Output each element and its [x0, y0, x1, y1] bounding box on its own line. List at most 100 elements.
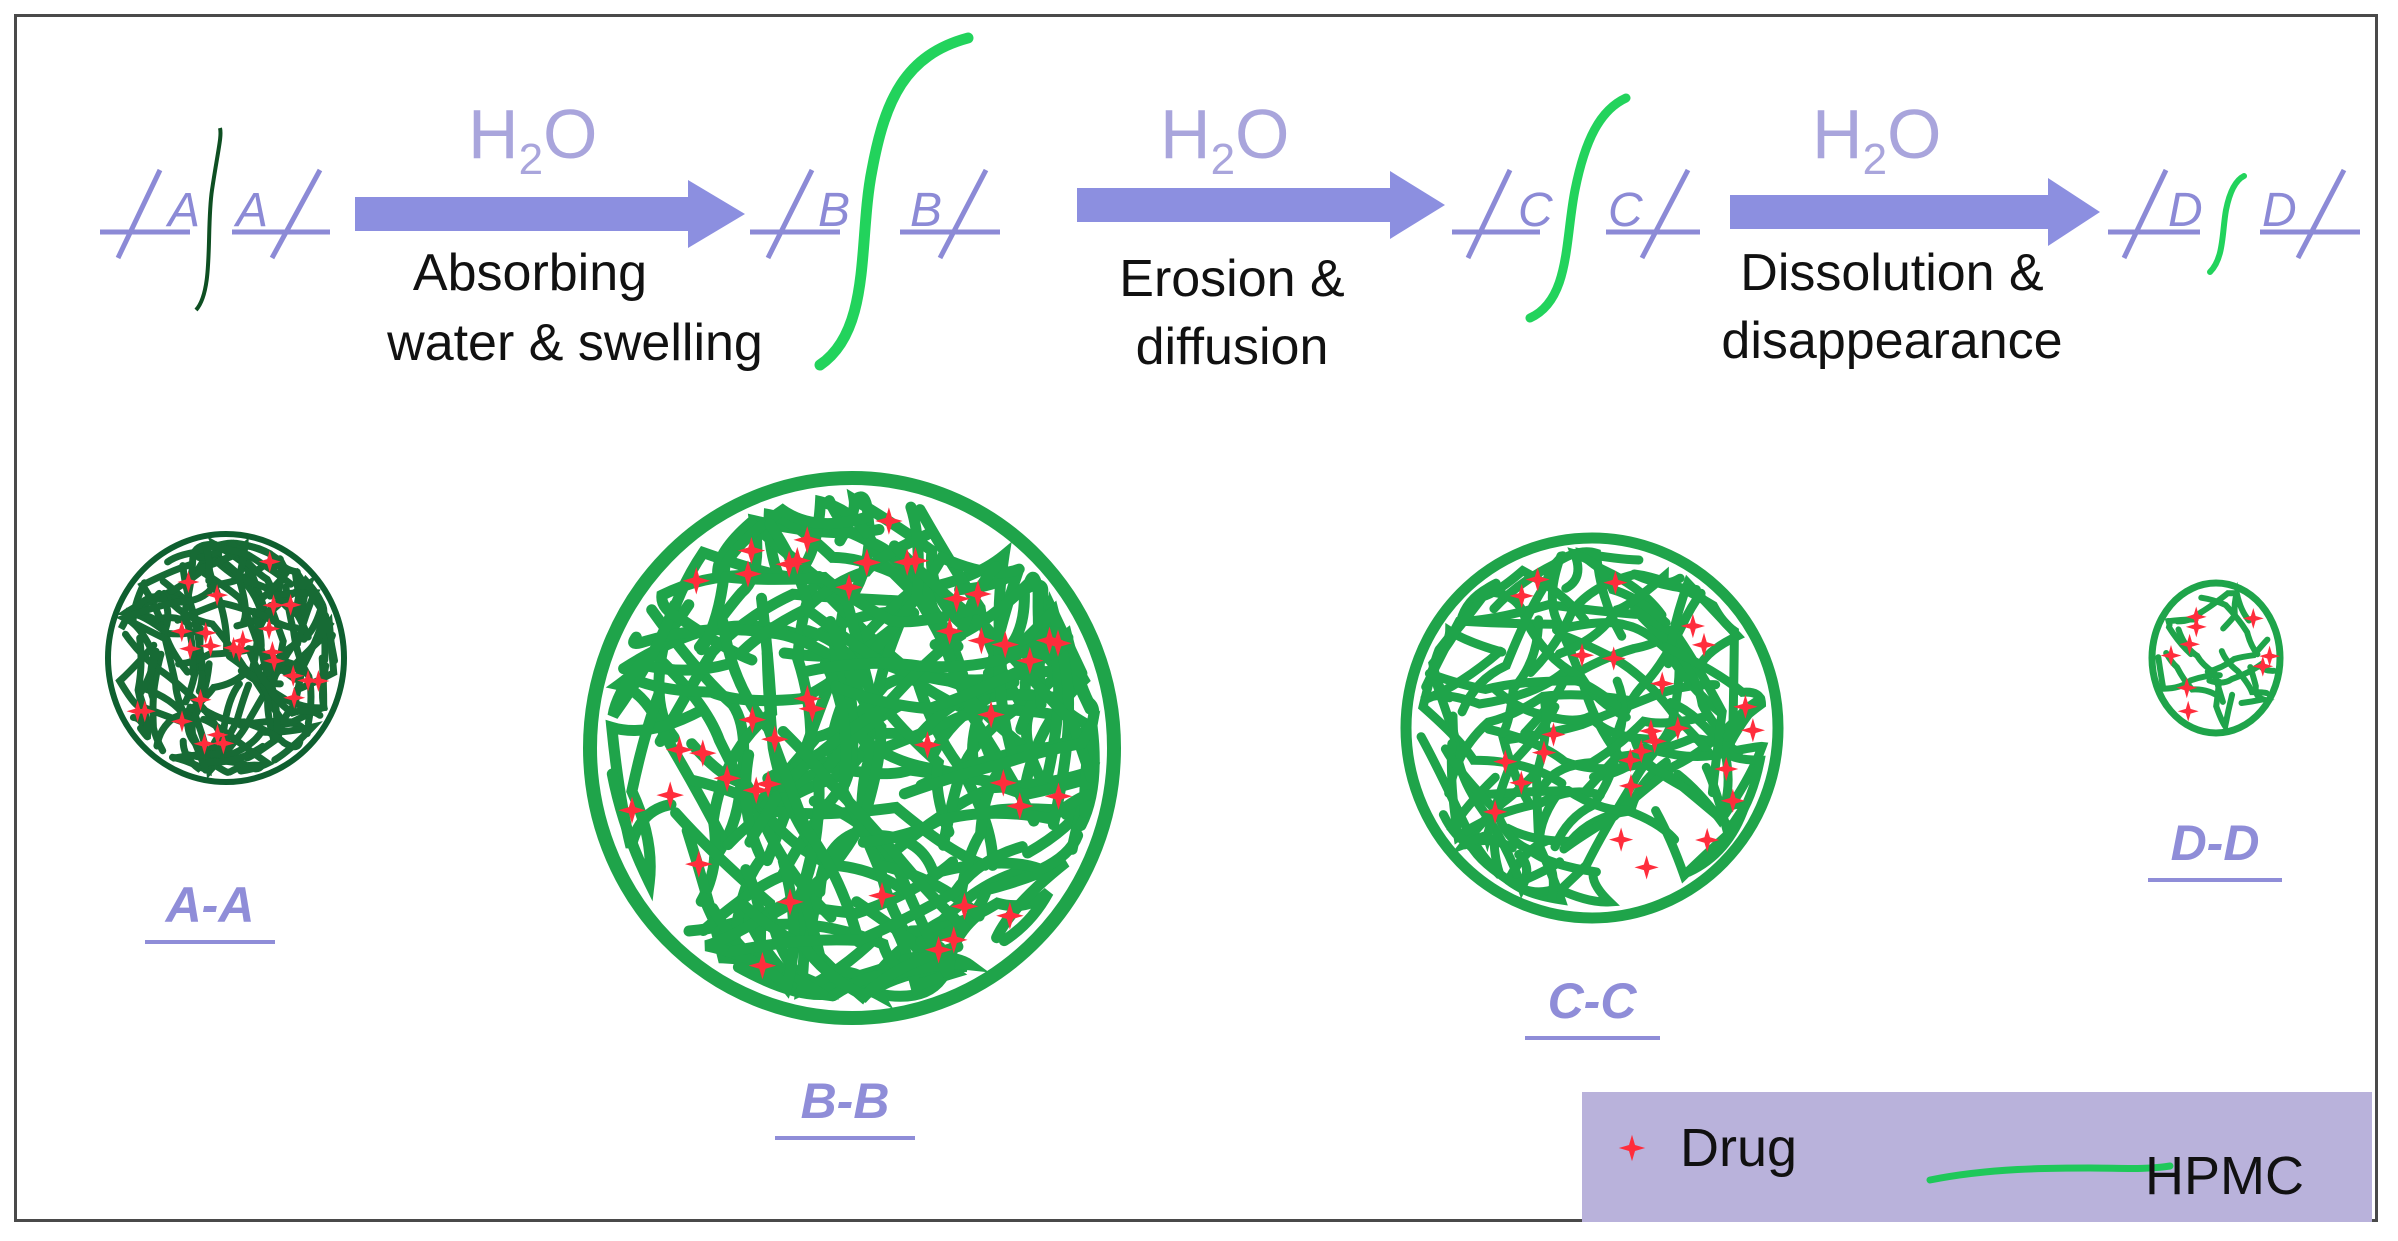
process-arrow-3: H2O Dissolution & disappearance — [1721, 95, 2100, 370]
stage-label-1-line1: Absorbing — [413, 244, 647, 302]
hpmc-strand — [1503, 867, 1620, 907]
stage-label-1-line2: water & swelling — [386, 314, 763, 372]
hpmc-strand — [201, 542, 295, 588]
drug-particle — [1541, 722, 1566, 747]
drug-particle — [1691, 632, 1717, 657]
svg-text:H2O: H2O — [1812, 95, 1942, 184]
hpmc-strand-a — [194, 127, 223, 312]
hpmc-strand — [135, 647, 160, 741]
particle-boundary — [1400, 532, 1784, 924]
hpmc-strand — [2204, 636, 2271, 675]
hpmc-strand — [761, 647, 833, 960]
section-label-a: A-A — [164, 877, 255, 933]
drug-particle — [194, 621, 217, 644]
drug-particle — [1740, 718, 1765, 743]
hpmc-strand — [245, 645, 324, 719]
hpmc-strand-b — [814, 32, 974, 371]
hpmc-strand — [954, 629, 1020, 910]
drug-particle — [940, 926, 968, 954]
hpmc-strand — [250, 607, 281, 736]
cut-letter-b-right: B — [910, 184, 942, 237]
drug-particle — [685, 850, 713, 878]
svg-text:H2O: H2O — [1160, 95, 1290, 184]
drug-particle — [261, 641, 284, 663]
drug-particle — [177, 571, 200, 593]
drug-particle — [263, 649, 286, 672]
drug-particle — [713, 764, 741, 793]
cut-letter-b-left: B — [818, 184, 850, 237]
water-label-2: H — [1160, 95, 1211, 173]
stage-label-2-line2: diffusion — [1136, 318, 1329, 376]
legend-drug-icon — [1618, 1134, 1646, 1162]
process-arrow-1: H2O Absorbing water & swelling — [355, 95, 763, 372]
hpmc-strand — [898, 696, 1100, 800]
legend: Drug HPMC — [1582, 1092, 2372, 1222]
drug-particle — [1569, 643, 1595, 668]
drug-particle — [775, 550, 803, 579]
drug-particle — [1044, 629, 1072, 657]
hpmc-strand — [606, 687, 665, 902]
drug-particle — [852, 548, 881, 577]
hpmc-strand — [1540, 711, 1711, 789]
hpmc-strand — [777, 726, 970, 933]
drug-particle — [793, 526, 821, 554]
drug-particle — [1650, 671, 1675, 696]
drug-particle — [199, 634, 222, 657]
drug-particle — [924, 935, 953, 964]
hpmc-strand — [607, 599, 735, 719]
hpmc-strand — [2220, 581, 2252, 632]
drug-particle — [1609, 827, 1634, 852]
drug-particle — [222, 636, 245, 659]
cut-letter-c-right: C — [1608, 184, 1643, 237]
drug-particle — [761, 725, 789, 753]
drug-particle — [1638, 718, 1663, 744]
drug-particle — [1634, 855, 1659, 880]
hpmc-strand — [857, 789, 1095, 848]
hpmc-strand — [115, 641, 194, 729]
drug-particle — [893, 548, 921, 576]
drug-particle — [798, 694, 827, 723]
drug-particle — [1035, 626, 1064, 655]
hpmc-strand — [982, 600, 1075, 831]
legend-hpmc-icon — [1926, 1162, 2174, 1184]
drug-particle — [206, 723, 229, 746]
drug-particle — [193, 732, 216, 755]
hpmc-strand — [1489, 683, 1656, 744]
cut-letter-d-right: D — [2262, 184, 2297, 237]
hpmc-strand — [776, 561, 1002, 793]
hpmc-strand — [174, 599, 300, 632]
hpmc-strand — [1460, 702, 1560, 853]
drug-particle — [996, 902, 1024, 930]
drug-particle — [783, 546, 812, 575]
drug-particle — [1493, 749, 1518, 774]
section-label-c-group: C-C — [1525, 973, 1660, 1040]
drug-particle — [738, 705, 767, 734]
drug-particle — [913, 731, 942, 759]
drug-particle — [1509, 583, 1534, 608]
water-label-1: H — [468, 95, 519, 173]
hpmc-strand — [1640, 741, 1769, 819]
drug-particle — [967, 626, 996, 655]
hpmc-strand — [1550, 676, 1628, 852]
hpmc-strand — [199, 537, 249, 626]
drug-particle — [2177, 700, 2199, 722]
hpmc-strand — [1661, 642, 1767, 742]
hpmc-strand — [200, 715, 275, 775]
section-label-b: B-B — [801, 1073, 890, 1129]
drug-particle — [231, 629, 254, 652]
drug-particle — [258, 550, 281, 573]
hpmc-strand-d — [2207, 173, 2247, 275]
drug-particle — [282, 664, 305, 687]
hpmc-strand — [200, 706, 304, 751]
drug-particle — [737, 536, 766, 565]
cut-letter-a-left: A — [165, 184, 200, 237]
hpmc-strand — [646, 604, 750, 864]
cut-letter-c-left: C — [1518, 184, 1553, 237]
drug-particle — [776, 888, 804, 916]
section-label-d-group: D-D — [2148, 815, 2282, 882]
hpmc-strand — [170, 681, 253, 762]
drug-particle — [734, 560, 762, 588]
hpmc-strand — [164, 547, 267, 623]
hpmc-strand — [954, 564, 1025, 775]
hpmc-strand — [1424, 669, 1622, 711]
